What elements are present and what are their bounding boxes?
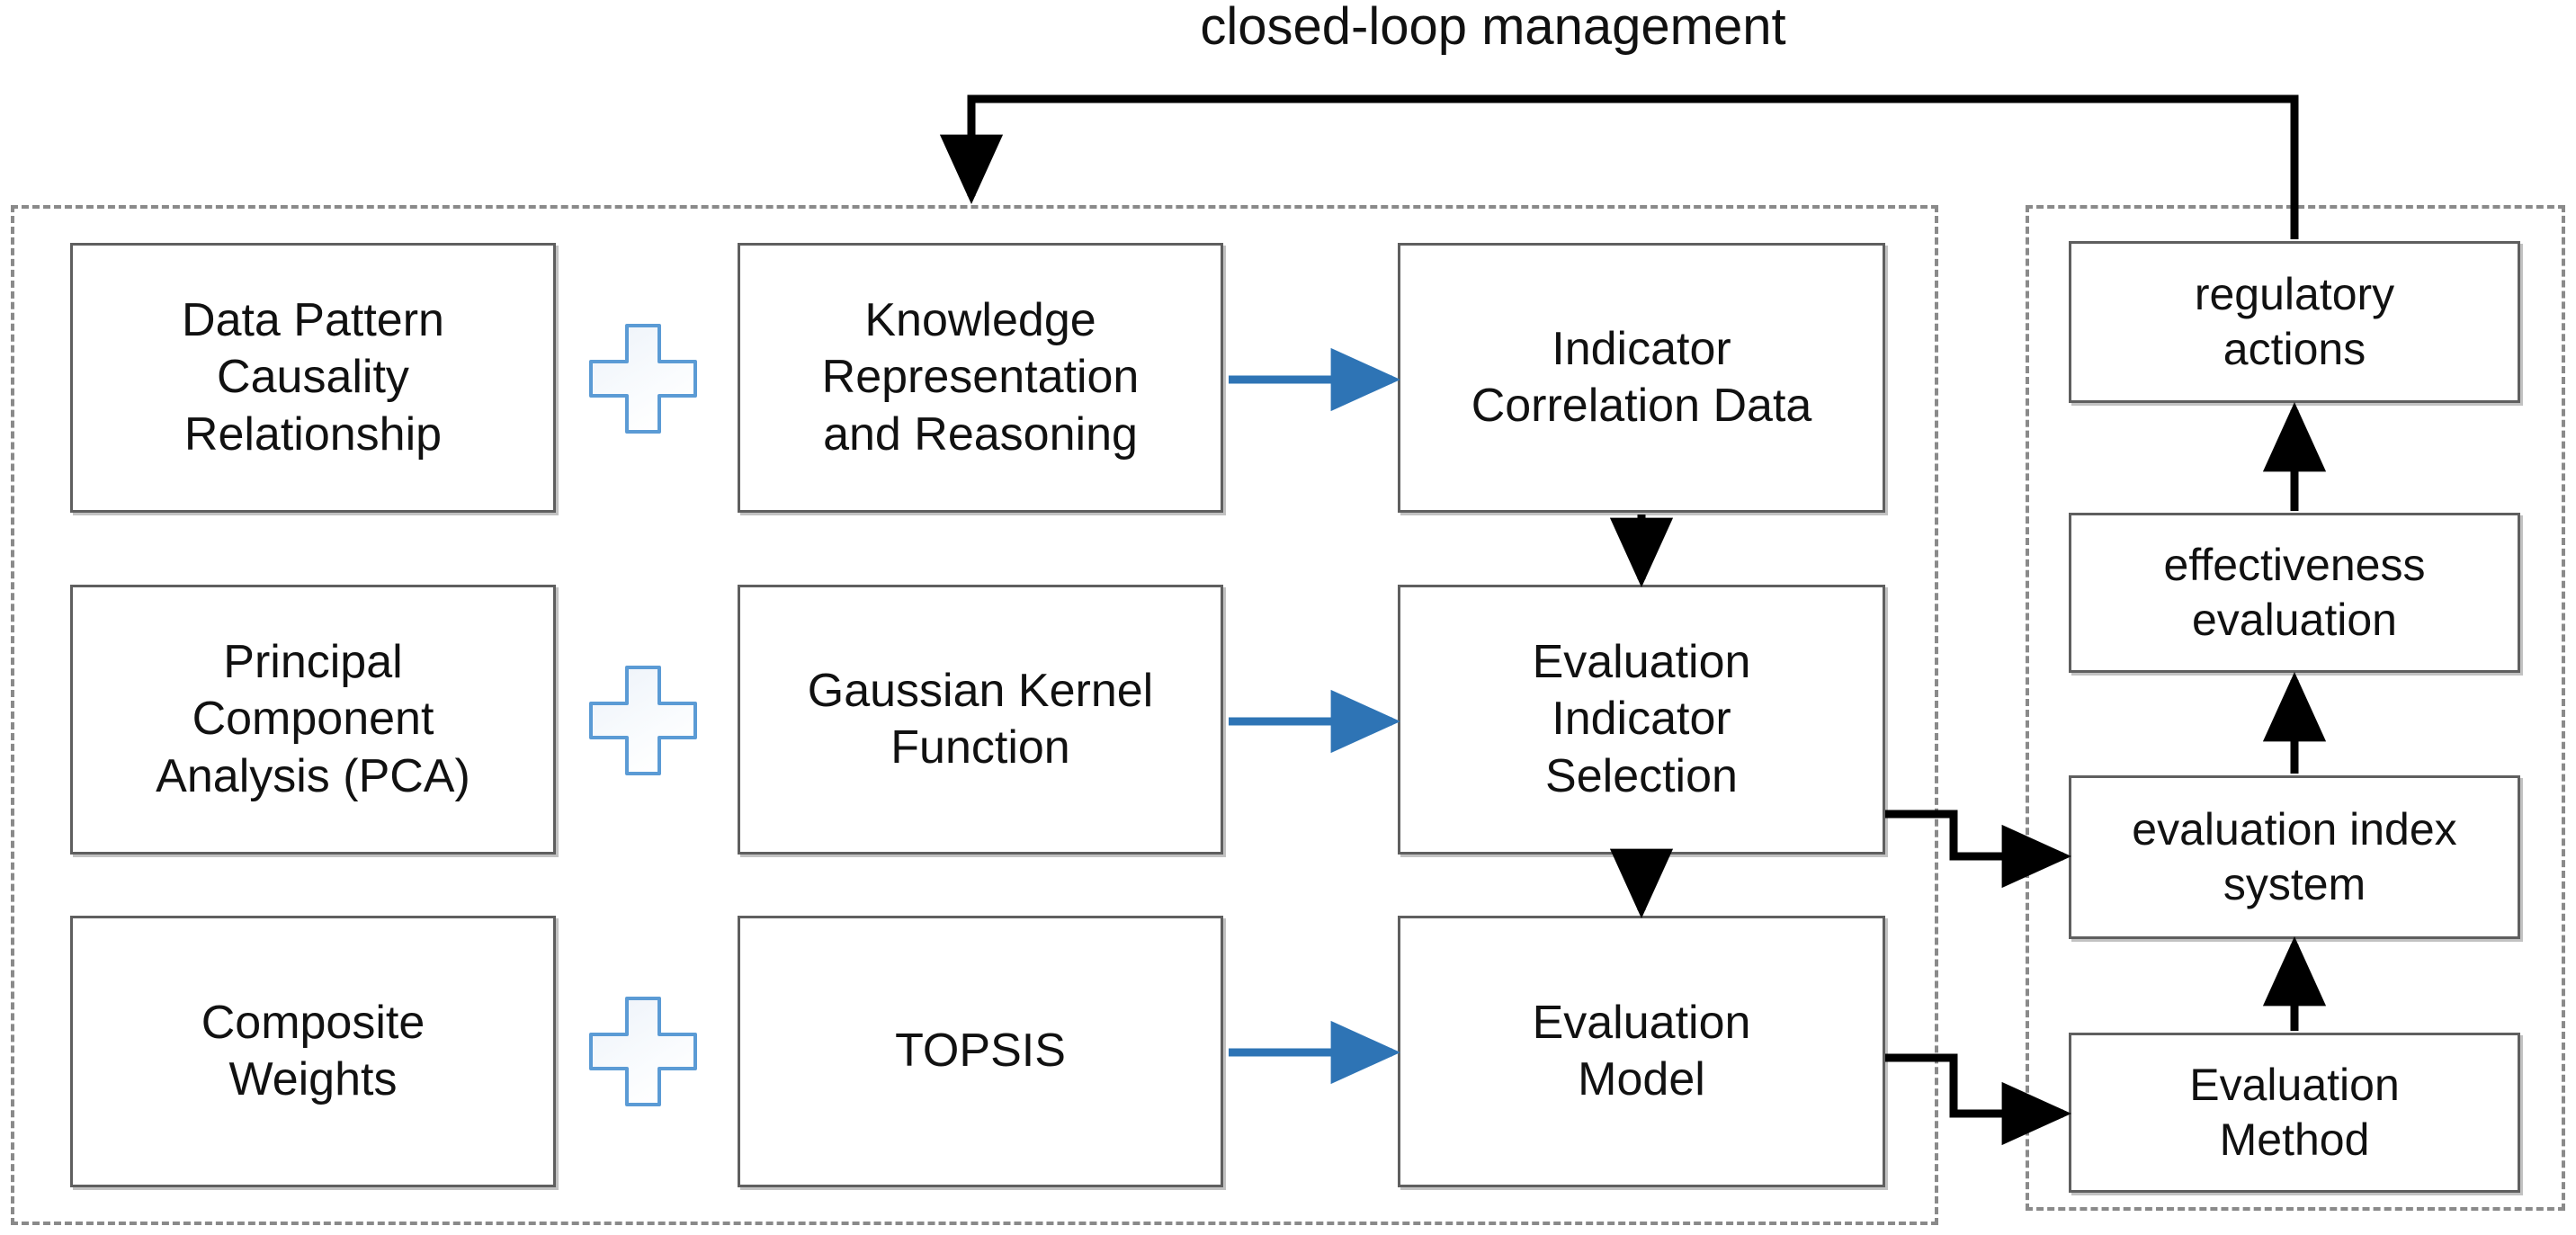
box-effectiveness-evaluation[interactable]: effectiveness evaluation <box>2069 513 2520 673</box>
box-topsis[interactable]: TOPSIS <box>738 916 1223 1187</box>
box-evaluation-indicator-selection[interactable]: Evaluation Indicator Selection <box>1398 585 1885 855</box>
plus-icon <box>589 666 697 775</box>
box-evaluation-model[interactable]: Evaluation Model <box>1398 916 1885 1187</box>
box-data-pattern-causality-relationship[interactable]: Data Pattern Causality Relationship <box>70 243 556 513</box>
box-principal-component-analysis[interactable]: Principal Component Analysis (PCA) <box>70 585 556 855</box>
box-evaluation-method[interactable]: Evaluation Method <box>2069 1033 2520 1193</box>
plus-icon <box>589 997 697 1106</box>
box-regulatory-actions[interactable]: regulatory actions <box>2069 241 2520 403</box>
box-evaluation-index-system[interactable]: evaluation index system <box>2069 775 2520 939</box>
plus-icon <box>589 324 697 434</box>
box-indicator-correlation-data[interactable]: Indicator Correlation Data <box>1398 243 1885 513</box>
box-gaussian-kernel-function[interactable]: Gaussian Kernel Function <box>738 585 1223 855</box>
box-composite-weights[interactable]: Composite Weights <box>70 916 556 1187</box>
closed-loop-management-label: closed-loop management <box>1200 0 1786 56</box>
box-knowledge-representation-and-reasoning[interactable]: Knowledge Representation and Reasoning <box>738 243 1223 513</box>
